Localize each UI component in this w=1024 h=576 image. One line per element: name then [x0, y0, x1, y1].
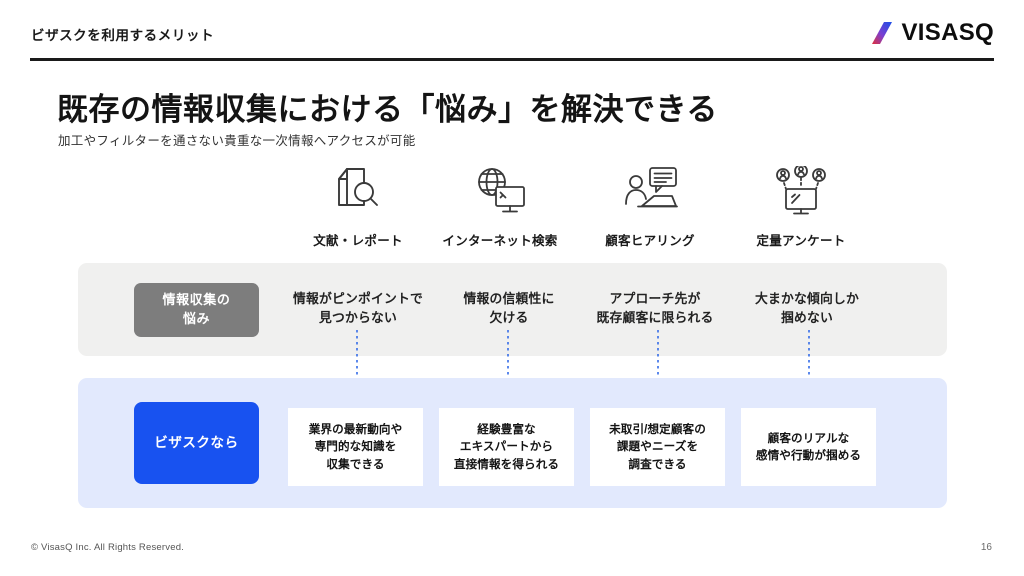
- visasq-logo: VISASQ: [871, 20, 995, 46]
- solution-card-1: 業界の最新動向や専門的な知識を収集できる: [288, 408, 423, 486]
- person-laptop-chat-icon: [622, 165, 678, 217]
- solution-badge: ビザスクなら: [134, 402, 259, 484]
- solution-badge-label: ビザスクなら: [154, 435, 239, 451]
- source-icon-row: 文献・レポート インター: [78, 165, 947, 250]
- pain-item-4: 大まかな傾向しか掴めない: [755, 291, 859, 326]
- header-divider: [30, 58, 994, 61]
- solution-band: ビザスクなら 業界の最新動向や専門的な知識を収集できる 経験豊富なエキスパートか…: [78, 378, 947, 508]
- solution-card-2: 経験豊富なエキスパートから直接情報を得られる: [439, 408, 574, 486]
- source-item-internet: インターネット検索: [425, 165, 575, 249]
- source-label: 文献・レポート: [313, 234, 403, 248]
- globe-monitor-icon: [472, 165, 528, 217]
- monitor-survey-users-icon: [773, 165, 829, 217]
- pain-item-3: アプローチ先が既存顧客に限られる: [596, 291, 714, 326]
- slash-gradient-icon: [871, 22, 892, 44]
- page-subtitle: 加工やフィルターを通さない貴重な一次情報へアクセスが可能: [58, 134, 416, 148]
- source-item-interview: 顧客ヒアリング: [575, 165, 725, 249]
- logo-wordmark: VISASQ: [901, 19, 994, 46]
- pain-item-1: 情報がピンポイントで見つからない: [293, 291, 423, 326]
- footer-page-number: 16: [980, 542, 992, 553]
- source-item-survey: 定量アンケート: [726, 165, 876, 249]
- pain-badge-label: 情報収集の悩み: [162, 292, 231, 326]
- footer-copyright: © VisasQ Inc. All Rights Reserved.: [31, 542, 185, 553]
- pain-badge: 情報収集の悩み: [134, 283, 259, 337]
- source-label: 顧客ヒアリング: [605, 234, 695, 248]
- pain-item-2: 情報の信頼性に欠ける: [463, 291, 555, 326]
- pain-band: 情報収集の悩み 情報がピンポイントで見つからない 情報の信頼性に欠ける アプロー…: [78, 263, 947, 356]
- source-item-documents: 文献・レポート: [283, 165, 433, 249]
- solution-card-3: 未取引/想定顧客の課題やニーズを調査できる: [590, 408, 725, 486]
- solution-card-4: 顧客のリアルな感情や行動が掴める: [741, 408, 876, 486]
- page-title: 既存の情報収集における「悩み」を解決できる: [57, 92, 718, 127]
- source-label: インターネット検索: [442, 234, 558, 248]
- header-title: ビザスクを利用するメリット: [31, 28, 215, 43]
- document-search-icon: [334, 165, 382, 217]
- source-label: 定量アンケート: [756, 234, 846, 248]
